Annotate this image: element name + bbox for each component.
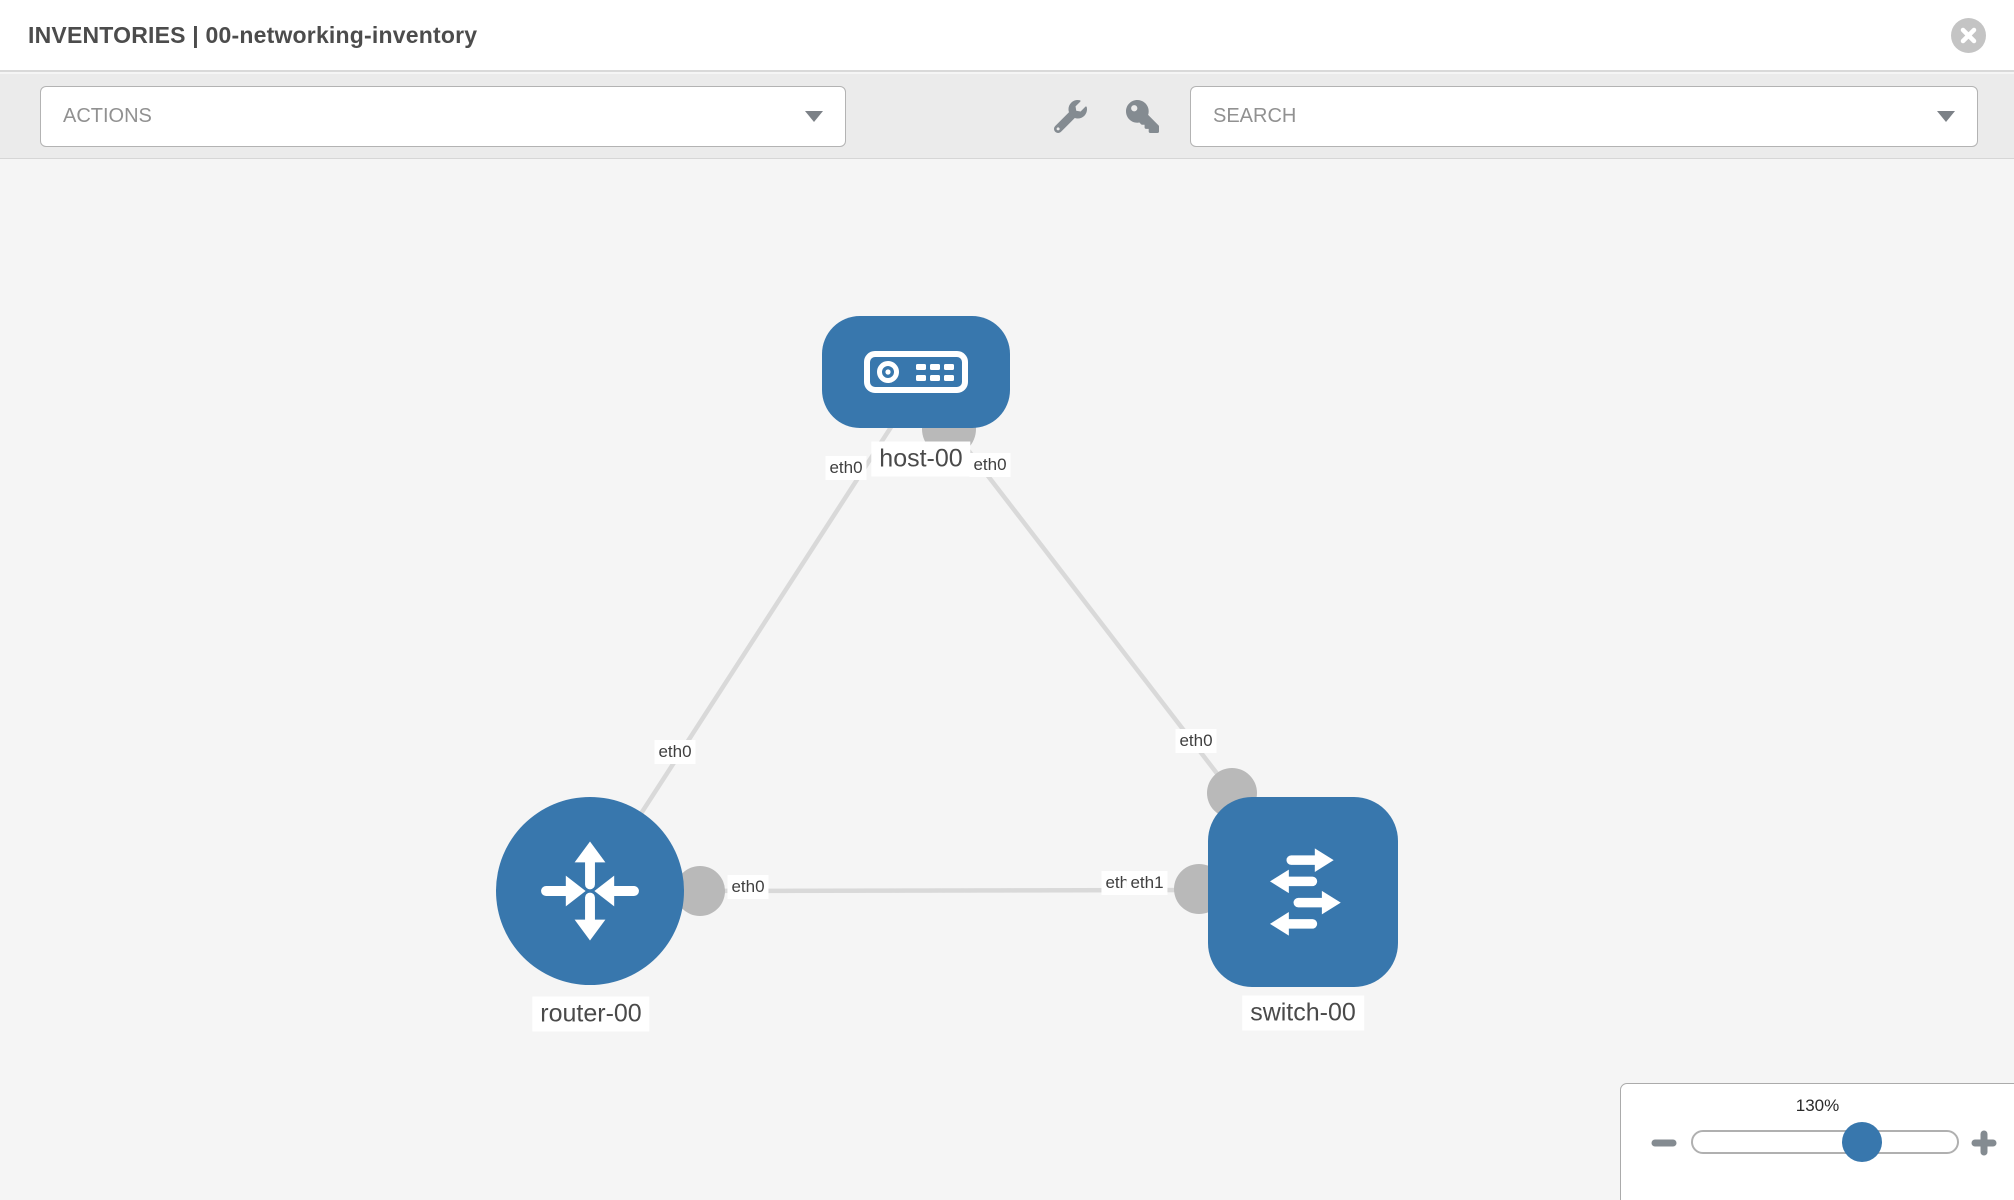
zoom-control-panel: 130% — [1620, 1083, 2014, 1200]
node-label-switch-00: switch-00 — [1242, 995, 1364, 1031]
link-host-00-router-00[interactable] — [620, 422, 895, 845]
link-host-00-switch-00[interactable] — [946, 422, 1234, 795]
link-router-00-switch-00[interactable] — [659, 887, 1206, 894]
node-label-host-00: host-00 — [871, 441, 971, 477]
node-switch-00[interactable] — [1208, 797, 1398, 987]
node-host-00[interactable] — [822, 316, 1010, 428]
plus-icon — [1971, 1130, 1997, 1156]
zoom-out-button[interactable] — [1649, 1128, 1679, 1158]
zoom-level-value: 130% — [1795, 1096, 1840, 1115]
credentials-button[interactable] — [1124, 98, 1160, 134]
close-button[interactable] — [1951, 17, 1986, 53]
search-dropdown[interactable]: SEARCH — [1190, 86, 1978, 147]
tools-button[interactable] — [1052, 98, 1088, 134]
header: INVENTORIES | 00-networking-inventory — [0, 0, 2014, 72]
wrench-icon — [1053, 99, 1087, 133]
interface-connector — [675, 866, 725, 916]
key-icon — [1125, 99, 1159, 133]
minus-icon — [1651, 1139, 1677, 1147]
chevron-down-icon — [805, 111, 823, 122]
node-router-00[interactable] — [496, 797, 684, 985]
chevron-down-icon — [1937, 111, 1955, 122]
page-title: INVENTORIES | 00-networking-inventory — [28, 21, 478, 48]
close-icon — [1960, 27, 1977, 43]
host-icon — [864, 351, 968, 393]
zoom-in-button[interactable] — [1969, 1128, 1999, 1158]
actions-dropdown-label: ACTIONS — [63, 105, 152, 127]
zoom-slider-thumb[interactable] — [1841, 1122, 1882, 1162]
actions-dropdown[interactable]: ACTIONS — [40, 86, 846, 147]
zoom-slider-track[interactable] — [1691, 1122, 1959, 1162]
switch-icon — [1269, 848, 1341, 936]
search-dropdown-label: SEARCH — [1213, 105, 1297, 127]
toolbar: ACTIONS SEARCH — [0, 74, 2014, 159]
node-label-router-00: router-00 — [532, 996, 650, 1032]
router-icon — [541, 841, 639, 941]
